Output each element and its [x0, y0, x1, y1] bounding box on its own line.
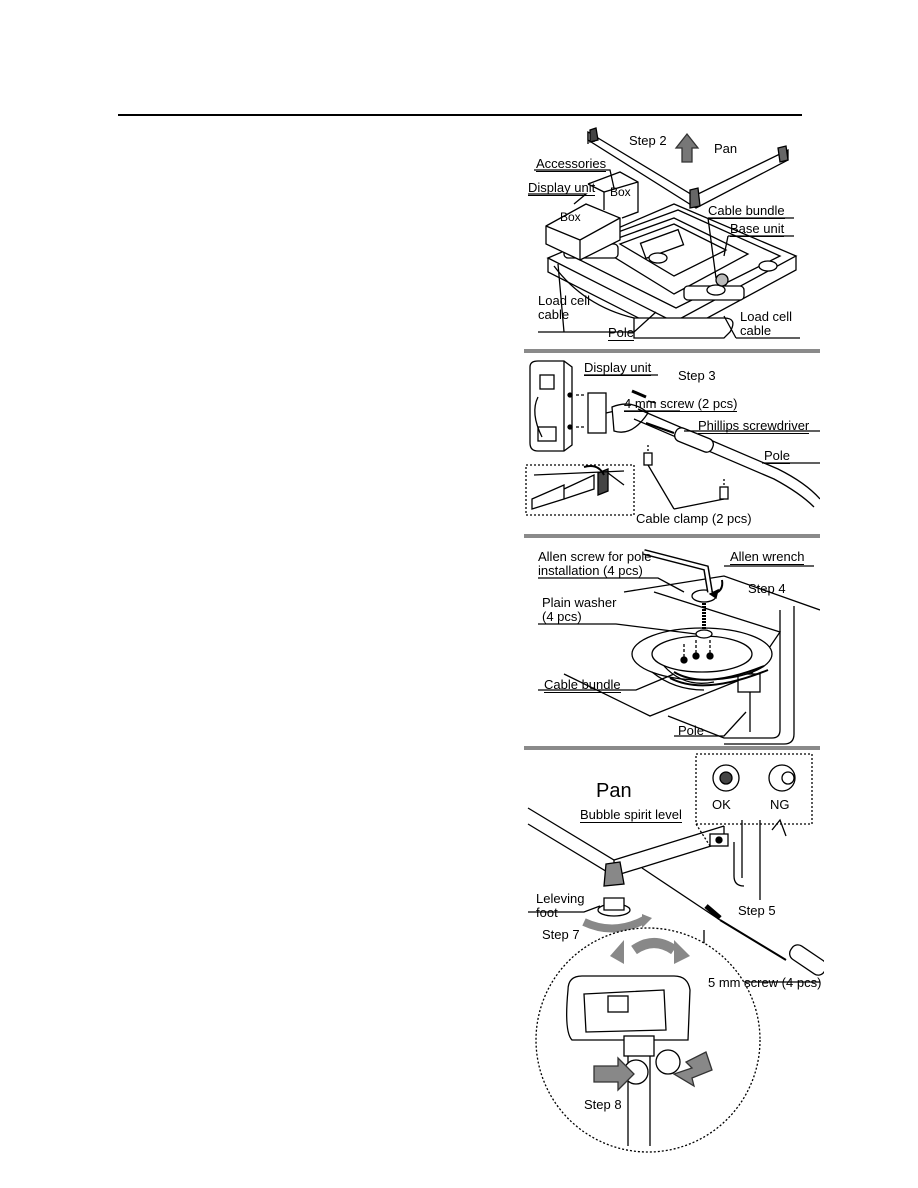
allen-screw-label: Allen screw for pole installation (4 pcs…: [538, 549, 652, 578]
allen-wrench-label: Allen wrench: [730, 549, 805, 565]
display-unit-label: Display unit: [584, 360, 652, 376]
pole-label: Pole: [764, 448, 791, 464]
base-unit-label: Base unit: [730, 221, 785, 237]
step-5-label: Step 5: [738, 903, 776, 918]
cable-bundle-label: Cable bundle: [708, 203, 785, 219]
cable-clamp-label: Cable clamp (2 pcs): [636, 511, 752, 526]
screw-label: 5 mm screw (4 pcs): [708, 975, 822, 990]
figure-step-2: Step 2 Pan Accessories Display unit Box …: [524, 126, 820, 348]
separator: [524, 534, 820, 538]
pole-label: Pole: [608, 325, 635, 341]
load-cell-cable-right-label: Load cell cable: [740, 309, 793, 338]
box-label-upper: Box: [610, 185, 631, 199]
figure-step-3: Display unit Step 3 4 mm screw (2 pcs) P…: [524, 353, 820, 533]
step-4-drawing: [538, 549, 820, 745]
leveling-foot-label: Leleving foot: [536, 891, 585, 920]
step-3-drawing: [525, 360, 820, 516]
box-label-lower: Box: [560, 210, 581, 224]
pan-label: Pan: [596, 780, 632, 802]
step-8-label: Step 8: [584, 1097, 622, 1112]
screwdriver-label: Phillips screwdriver: [698, 418, 810, 434]
load-cell-cable-left-label: Load cell cable: [538, 293, 591, 322]
step-7-label: Step 7: [542, 927, 580, 942]
figure-step-5-8: Pan OK NG Bubble spirit level Leleving f…: [524, 750, 824, 1170]
header-rule: [118, 114, 802, 116]
separator: [524, 349, 820, 353]
figure-step-4: Allen screw for pole installation (4 pcs…: [524, 540, 820, 745]
accessories-label: Accessories: [536, 156, 607, 172]
plain-washer-label: Plain washer (4 pcs): [542, 595, 617, 624]
bubble-level-label: Bubble spirit level: [580, 807, 682, 823]
pan-label: Pan: [714, 141, 738, 156]
step-2-drawing: [528, 127, 800, 339]
step-2-label: Step 2: [629, 133, 667, 148]
ok-label: OK: [712, 797, 731, 812]
step-5-8-drawing: [527, 753, 824, 1153]
cable-bundle-label: Cable bundle: [544, 677, 621, 693]
display-unit-label: Display unit: [528, 180, 596, 196]
step-3-label: Step 3: [678, 368, 716, 383]
ng-label: NG: [770, 797, 790, 812]
screw-label: 4 mm screw (2 pcs): [624, 396, 738, 412]
pole-label: Pole: [678, 723, 705, 738]
separator: [524, 746, 820, 750]
step-4-label: Step 4: [748, 581, 786, 596]
